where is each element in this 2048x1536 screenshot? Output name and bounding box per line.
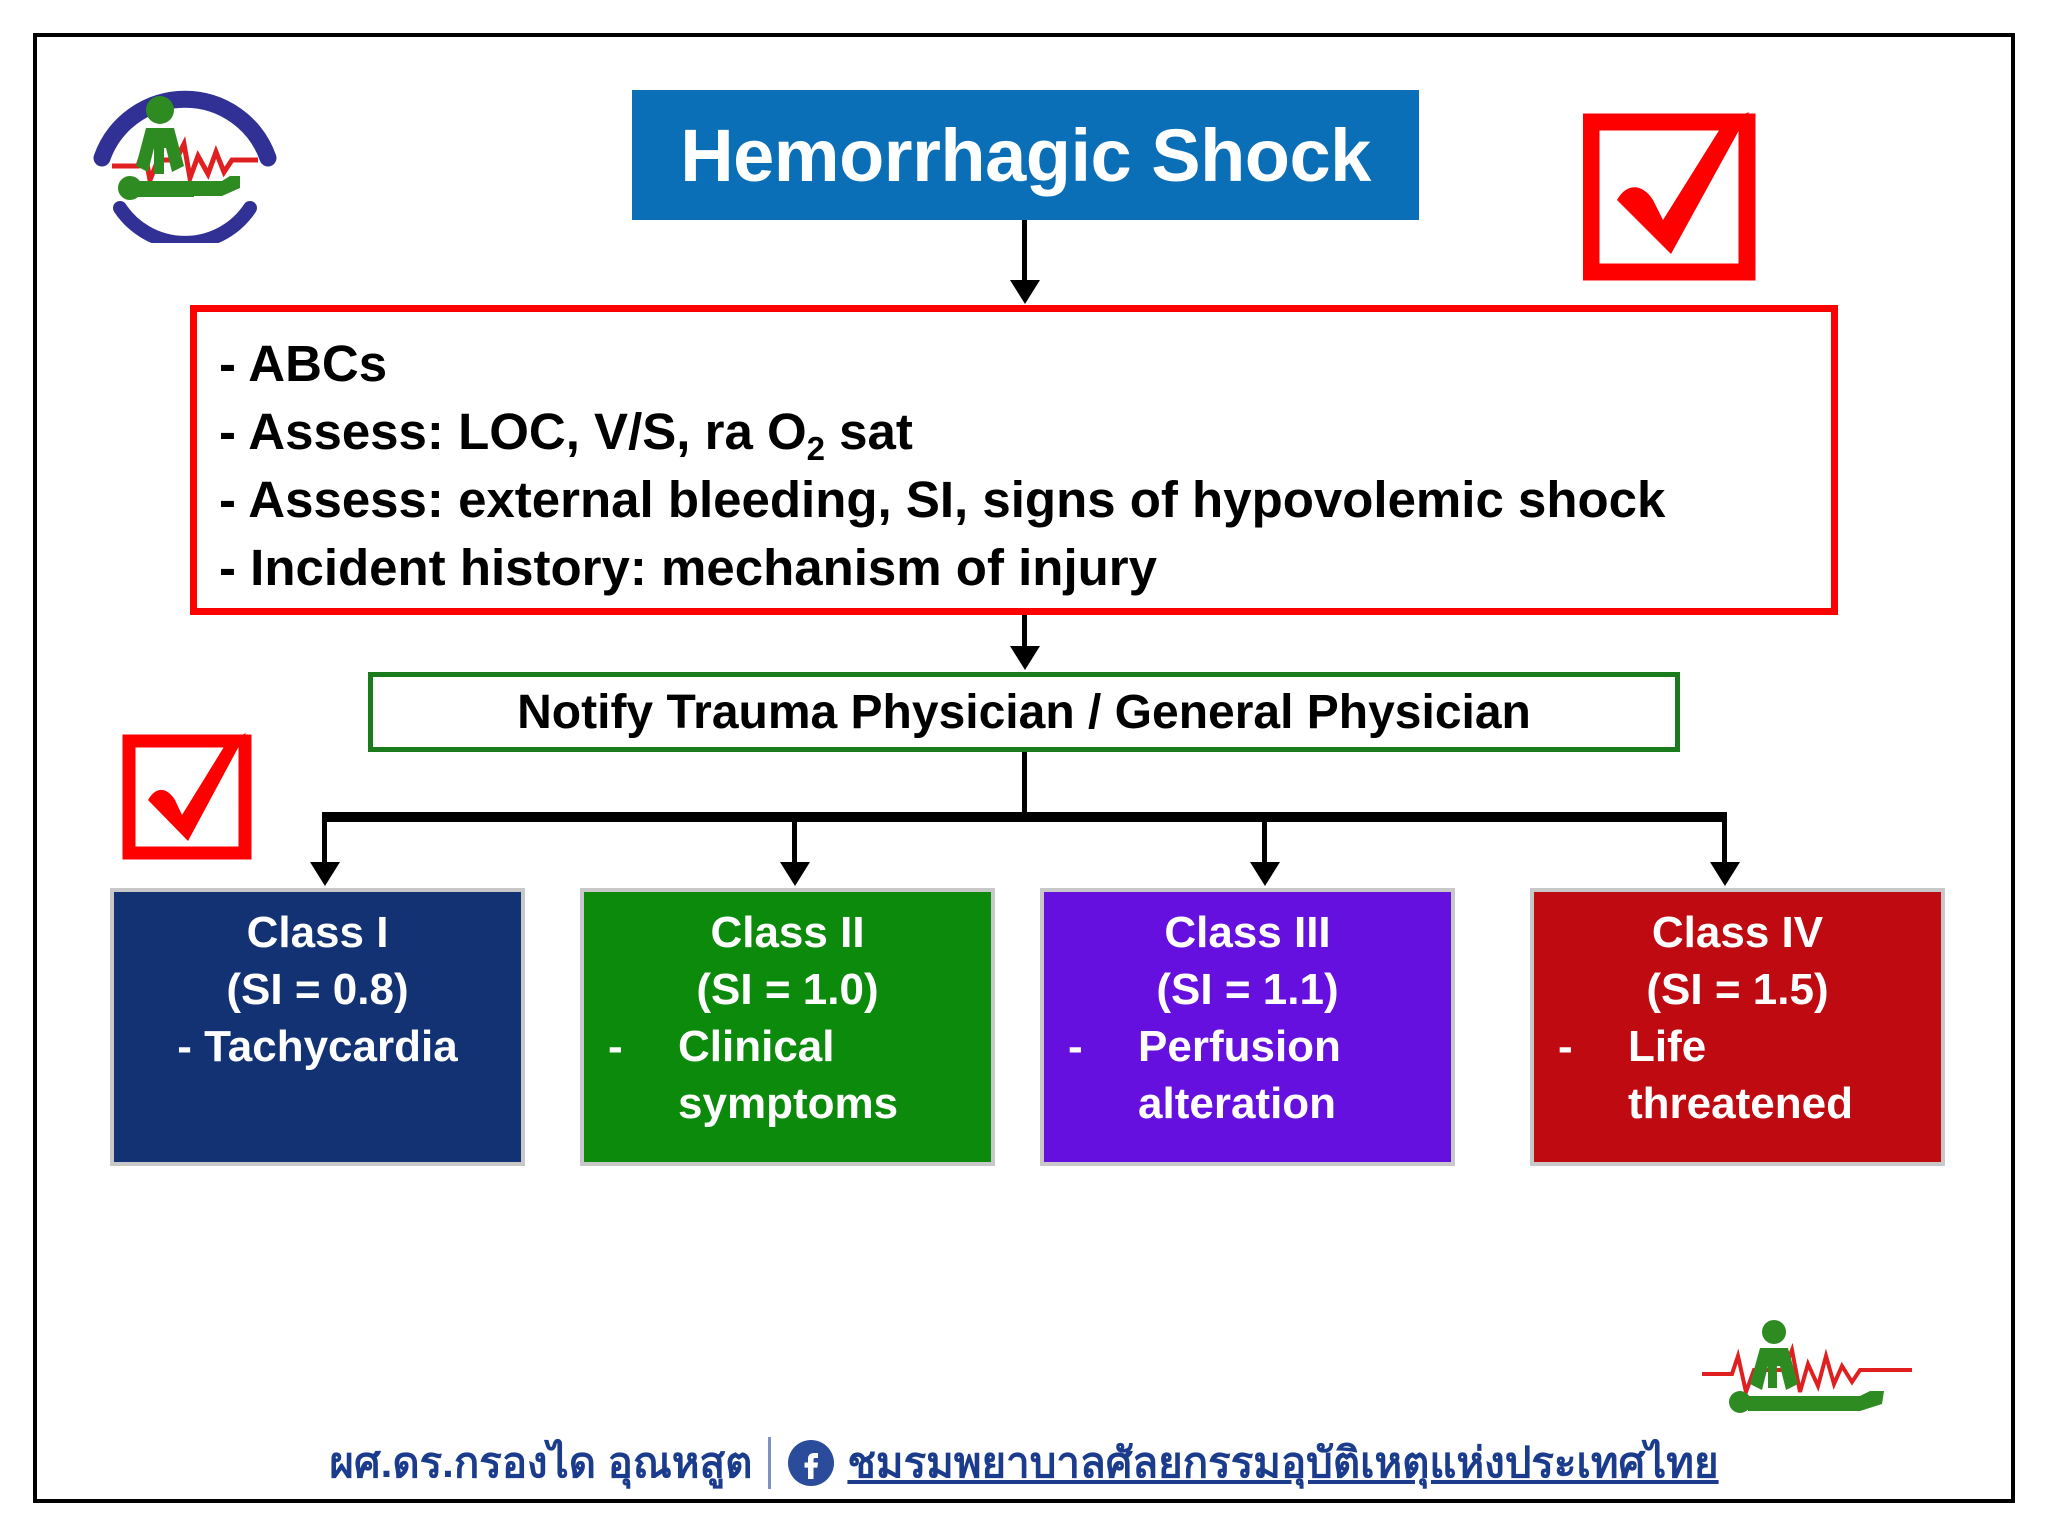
class-1-detail: - Tachycardia: [177, 1022, 458, 1071]
class-4-title: Class IV: [1651, 908, 1824, 957]
facebook-icon[interactable]: [787, 1439, 835, 1487]
assessment-line-bleeding: - Assess: external bleeding, SI, signs o…: [219, 471, 1666, 528]
class-2-bullet-dash: -: [608, 1022, 623, 1071]
notify-physician-box: Notify Trauma Physician / General Physic…: [368, 672, 1680, 752]
connector-horizontal-bus: [322, 812, 1727, 822]
o2-subscript: 2: [806, 430, 826, 468]
branch-drop-class-1: [322, 812, 327, 876]
title-box: Hemorrhagic Shock: [632, 90, 1419, 220]
class-1-title: Class I: [246, 908, 389, 957]
class-3-detail-line1: Perfusion: [1138, 1022, 1341, 1071]
footer-page-link[interactable]: ชมรมพยาบาลศัลยกรรมอุบัติเหตุแห่งประเทศไท…: [847, 1439, 1719, 1486]
arrow-head-class-1: [310, 862, 340, 886]
class-3-detail: - Perfusion: [1044, 1018, 1451, 1075]
class-3-detail-cont: alteration: [1044, 1075, 1451, 1132]
class-4-detail-line1: Life: [1628, 1022, 1707, 1071]
association-logo: [80, 48, 290, 243]
connector-notify-down: [1022, 752, 1027, 816]
class-2-si: (SI = 1.0): [696, 965, 879, 1014]
class-3-detail-line2: alteration: [1138, 1079, 1337, 1128]
class-2-detail-line1: Clinical: [678, 1022, 835, 1071]
class-3-title: Class III: [1164, 908, 1331, 957]
arrow-head-class-4: [1710, 862, 1740, 886]
class-4-bullet-dash: -: [1558, 1022, 1573, 1071]
class-2-detail-cont: symptoms: [584, 1075, 991, 1132]
assessment-line-vitals-post: sat: [825, 403, 913, 460]
branch-drop-class-4: [1722, 812, 1727, 876]
checkmark-icon: [122, 730, 257, 865]
arrow-head-notify: [1010, 646, 1040, 670]
assessment-line-abcs: - ABCs: [219, 335, 388, 392]
class-box-4: Class IV (SI = 1.5) - Life threatened: [1530, 888, 1945, 1166]
assessment-line-history: - Incident history: mechanism of injury: [219, 539, 1157, 596]
connector-title-to-assessment: [1022, 220, 1027, 282]
class-box-1: Class I (SI = 0.8) - Tachycardia: [110, 888, 525, 1166]
class-2-title: Class II: [710, 908, 865, 957]
branch-drop-class-2: [792, 812, 797, 876]
class-4-detail-cont: threatened: [1534, 1075, 1941, 1132]
class-box-2: Class II (SI = 1.0) - Clinical symptoms: [580, 888, 995, 1166]
class-2-detail: - Clinical: [584, 1018, 991, 1075]
arrow-head-assessment: [1010, 280, 1040, 304]
class-3-bullet-dash: -: [1068, 1022, 1083, 1071]
cpr-logo: [1692, 1312, 1922, 1422]
notify-physician-label: Notify Trauma Physician / General Physic…: [517, 685, 1531, 739]
assessment-line-vitals: - Assess: LOC, V/S, ra O2 sat: [219, 398, 1831, 466]
branch-drop-class-3: [1262, 812, 1267, 876]
assessment-line-vitals-pre: - Assess: LOC, V/S, ra O: [219, 403, 807, 460]
arrow-head-class-2: [780, 862, 810, 886]
checkmark-icon: [1583, 108, 1763, 286]
footer: ผศ.ดร.กรองได อุณหสูต ชมรมพยาบาลศัลยกรรมอ…: [0, 1430, 2048, 1496]
class-4-detail: - Life: [1534, 1018, 1941, 1075]
connector-assessment-to-notify: [1022, 615, 1027, 649]
page-title: Hemorrhagic Shock: [680, 113, 1371, 197]
class-1-si: (SI = 0.8): [226, 965, 409, 1014]
class-3-si: (SI = 1.1): [1156, 965, 1339, 1014]
class-2-detail-line2: symptoms: [678, 1079, 899, 1128]
assessment-box: - ABCs - Assess: LOC, V/S, ra O2 sat - A…: [190, 305, 1838, 615]
footer-author: ผศ.ดร.กรองได อุณหสูต: [329, 1439, 753, 1486]
footer-divider: [768, 1437, 772, 1489]
class-4-detail-line2: threatened: [1628, 1079, 1853, 1128]
arrow-head-class-3: [1250, 862, 1280, 886]
class-4-si: (SI = 1.5): [1646, 965, 1829, 1014]
class-box-3: Class III (SI = 1.1) - Perfusion alterat…: [1040, 888, 1455, 1166]
